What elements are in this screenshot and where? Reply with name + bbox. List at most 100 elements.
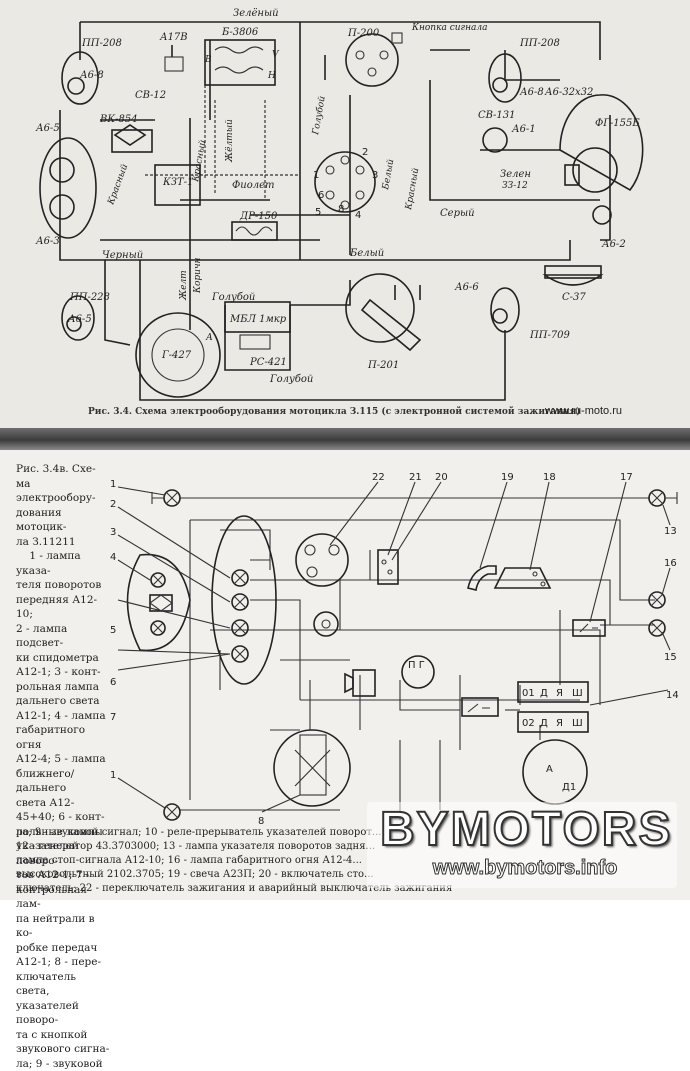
callout-4: 4 (110, 552, 116, 563)
switch-p201 (345, 273, 415, 343)
page-divider (0, 428, 690, 450)
svg-text:Ш: Ш (572, 688, 583, 699)
instrument-cluster (211, 515, 277, 685)
label-pp208-right: ПП-208 (519, 38, 560, 49)
wire-label-brown: Коричн (193, 257, 203, 294)
top-caption: Рис. 3.4. Схема электрооборудования мото… (88, 406, 581, 417)
label-a66: А6-6 (454, 282, 479, 293)
flasher-relay-10 (401, 655, 435, 689)
callout-5: 5 (110, 625, 116, 636)
label-pp709: ПП-709 (529, 330, 571, 341)
wire-label-blue: Голубой (211, 292, 255, 303)
svg-text:Ш: Ш (572, 718, 583, 729)
terminal-pg: П Г (408, 660, 425, 671)
headlamp (126, 553, 191, 652)
callout-7: 7 (110, 712, 116, 723)
label-a65: А6-5 (35, 123, 60, 134)
label-p200: П-200 (347, 28, 380, 39)
svg-text:Я: Я (556, 688, 563, 699)
callout-14: 14 (666, 690, 679, 701)
wire-label-white-low: Белый (349, 248, 384, 259)
wire-label-yellow-2: Желт (179, 270, 189, 301)
wire-label-red-right: Красный (404, 167, 421, 211)
spark-plug-19 (467, 565, 497, 591)
generator-g427 (135, 312, 221, 398)
watermark-logo: BYMOTORS (379, 802, 673, 857)
ignition-switch-22 (295, 533, 349, 587)
label-a178: А17В (159, 32, 188, 43)
label-a6-3232: А6-32х32 (544, 87, 593, 98)
svg-text:Д1: Д1 (562, 782, 576, 793)
wire-label-purple: Фиолет (232, 180, 275, 191)
wire-label-green: Зелёный (233, 8, 279, 19)
top-wiring-diagram: Зелёный Красный Жёлтый Коричн Черный Гол… (35, 8, 644, 417)
label-pp208-left: ПП-208 (81, 38, 122, 49)
neutral-switch (461, 697, 499, 717)
lamp-rear-16 (648, 591, 666, 609)
wire-label-blue-bottom: Голубой (269, 374, 313, 385)
stop-switch-20 (377, 549, 399, 585)
label-a61: А6-1 (511, 124, 536, 135)
label-vk854: ВК-854 (99, 114, 138, 125)
callout-18: 18 (543, 472, 556, 483)
label-a68-right: А6-8 (519, 87, 544, 98)
label-mbl: МБЛ 1мкр (229, 314, 287, 325)
bottom-wiring-diagram: П Г 01 Д Я Ш 02 Д Я Ш А Д1 1 2 3 4 5 6 7… (110, 472, 679, 827)
svg-text:Д: Д (540, 688, 548, 699)
label-signal-button: Кнопка сигнала (411, 23, 488, 33)
label-sv12: СВ-12 (135, 90, 166, 101)
label-a68-left: А6-8 (79, 70, 104, 81)
label-3212: ЗЗ-12 (502, 181, 528, 191)
svg-text:01: 01 (522, 688, 535, 699)
label-a63: А6-3 (35, 236, 60, 247)
pin-5: 5 (315, 207, 321, 218)
label-dr150: ДР-150 (239, 211, 278, 222)
callout-1-bottom: 1 (110, 770, 116, 781)
callout-21: 21 (409, 472, 422, 483)
label-terminal-b: В (204, 55, 212, 65)
callout-15: 15 (664, 652, 677, 663)
wire-label-gray: Серый (440, 208, 475, 219)
callout-22: 22 (372, 472, 385, 483)
label-rs421: РС-421 (249, 357, 287, 368)
svg-text:Д: Д (540, 718, 548, 729)
coil-kzt1 (154, 164, 201, 206)
regulator-14-bottom (517, 711, 589, 733)
light-switch-8 (273, 729, 351, 807)
wire-label-black: Черный (102, 250, 143, 261)
pin-2: 2 (362, 147, 368, 158)
lamp-front-turn-top (151, 489, 181, 507)
svg-text:02: 02 (522, 718, 535, 729)
regulator-rs421 (224, 301, 291, 333)
lamp-rear-15 (648, 619, 666, 637)
top-site-url: www.ru-moto.ru (544, 405, 622, 417)
label-terminal-a: А (205, 333, 213, 343)
watermark-backdrop (367, 802, 677, 888)
switch-p200 (345, 33, 399, 87)
callout-8: 8 (258, 816, 264, 827)
horn-s37 (542, 274, 604, 286)
label-terminal-v: V (272, 50, 280, 60)
brake-switch (313, 611, 339, 637)
label-fg155b: ФГ-155Б (595, 118, 640, 129)
wire-label-green-right: Зелен (500, 169, 531, 180)
callout-2: 2 (110, 499, 116, 510)
pin-8: 8 (338, 204, 344, 215)
svg-text:А: А (546, 764, 553, 775)
legend-text-bottom: ла; 9 - звуковой сигнал; 10 - реле-преры… (16, 827, 453, 894)
lamp-front-turn-bottom (163, 803, 181, 821)
wire-label-kzt-red: Красный (191, 139, 208, 183)
callout-1-top: 1 (110, 479, 116, 490)
battery-box (204, 39, 276, 86)
headlamp-left-body (61, 51, 99, 105)
regulator-14-top (517, 681, 589, 703)
label-terminal-h: Н (267, 71, 276, 81)
headlight-fg155b (559, 94, 644, 192)
svg-text:Я: Я (556, 718, 563, 729)
watermark-url: www.bymotors.info (432, 857, 618, 880)
label-g427: Г-427 (161, 350, 192, 361)
label-a65-b: А6-5 (67, 314, 92, 325)
callout-16: 16 (664, 558, 677, 569)
wire-label-red-left: Красный (106, 163, 130, 207)
callout-6: 6 (110, 677, 116, 688)
